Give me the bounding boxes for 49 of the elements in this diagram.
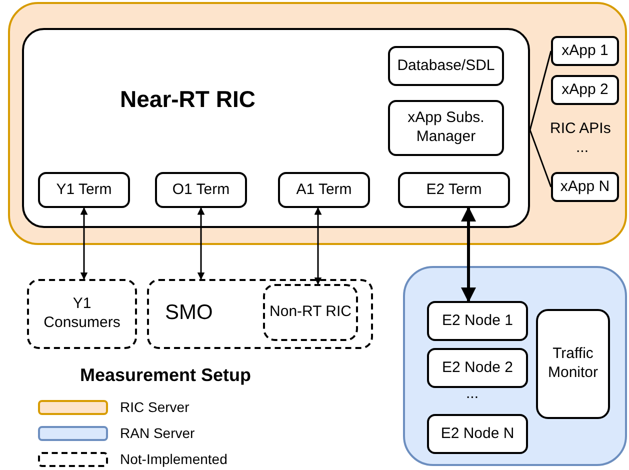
node-box — [427, 414, 528, 454]
node-label: xApp Subs. Manager — [406, 109, 486, 147]
node-box — [427, 348, 528, 388]
connector-line — [529, 130, 552, 188]
node-label: O1 Term — [171, 180, 231, 200]
node-label: xApp 1 — [560, 42, 610, 60]
server-band — [403, 266, 627, 466]
node-label: Y1 Consumers — [42, 295, 122, 333]
api-label: RIC APIs — [550, 121, 611, 136]
xapp-box — [551, 172, 619, 202]
ellipsis: ... — [576, 140, 589, 155]
server-band — [8, 2, 627, 245]
node-label: xApp 2 — [560, 80, 610, 100]
node-label: Near-RT RIC — [120, 85, 256, 114]
monitor-box — [536, 309, 610, 419]
node-label: SMO — [165, 300, 213, 326]
legend-label: RIC Server — [120, 398, 190, 417]
ric-container — [22, 28, 530, 228]
dashed-box — [27, 279, 137, 349]
interface-box — [398, 172, 510, 208]
node-label: E2 Node 2 — [441, 358, 514, 378]
xapp-box — [551, 36, 619, 66]
xapp-box — [551, 75, 619, 105]
arrow — [314, 207, 322, 285]
arrow — [461, 206, 476, 302]
interface-box — [278, 172, 370, 208]
ellipsis: ... — [466, 386, 479, 401]
legend-label: RAN Server — [120, 424, 195, 443]
legend-label: Not-Implemented — [120, 450, 228, 469]
node-label: E2 Node 1 — [441, 312, 514, 330]
node-label: A1 Term — [295, 180, 353, 200]
connector-line — [529, 50, 552, 130]
node-label: E2 Node N — [440, 424, 516, 444]
dashed-box — [263, 284, 358, 341]
component-box — [388, 46, 504, 86]
node-label: xApp N — [559, 178, 611, 196]
component-box — [388, 100, 504, 156]
interface-box — [38, 172, 130, 208]
arrow — [80, 207, 88, 280]
legend-title: Measurement Setup — [80, 366, 252, 384]
node-label: Non-RT RIC — [268, 303, 352, 322]
dashed-box — [147, 279, 373, 349]
node-label: Y1 Term — [55, 180, 113, 200]
interface-box — [155, 172, 247, 208]
node-box — [427, 301, 528, 341]
arrow — [197, 207, 205, 280]
node-label: E2 Term — [425, 180, 483, 200]
node-label: Database/SDL — [396, 56, 496, 76]
node-label: Traffic Monitor — [546, 345, 600, 383]
